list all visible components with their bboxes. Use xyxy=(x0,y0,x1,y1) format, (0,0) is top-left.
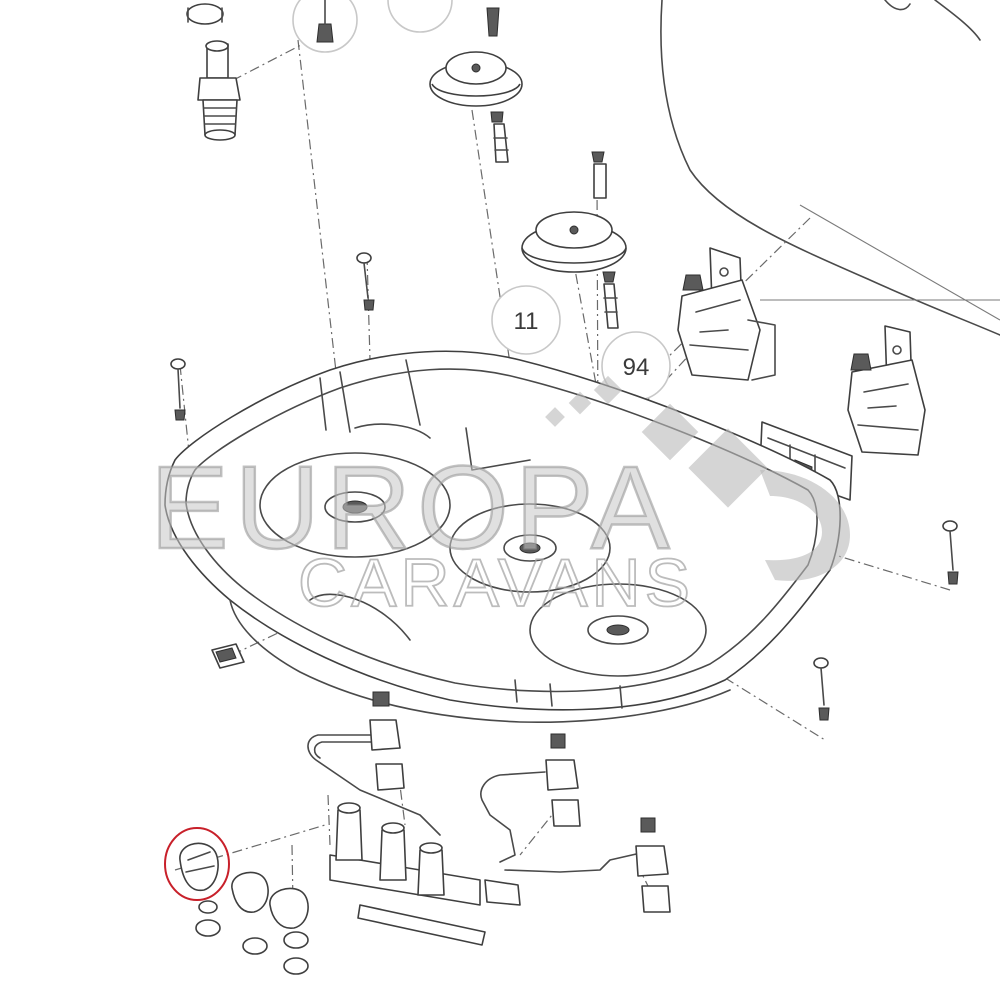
callout-94-label: 94 xyxy=(623,354,650,381)
watermark-line1: EUROPA xyxy=(150,442,676,574)
knob-highlighted xyxy=(179,842,219,892)
callout-11: 11 xyxy=(491,285,561,355)
europa-caravans-watermark: EUROPA CARAVANS xyxy=(149,375,850,622)
knobs-lower xyxy=(195,871,309,975)
small-screw-top xyxy=(292,0,500,53)
hinge-bracket-left xyxy=(677,247,776,381)
valve-spindle xyxy=(186,3,241,141)
watermark-line2: CARAVANS xyxy=(298,545,694,621)
screw-left xyxy=(170,358,186,421)
hinge-bracket-right xyxy=(847,325,926,456)
burner-cap-upper xyxy=(429,51,523,163)
gas-manifold xyxy=(307,734,646,946)
screw-center xyxy=(356,252,375,311)
pipe-nuts xyxy=(369,691,671,913)
callout-11-label: 11 xyxy=(514,308,539,335)
ignition-switch xyxy=(211,643,245,669)
highlight-marker xyxy=(164,827,230,901)
burner-cap-middle xyxy=(521,151,627,329)
top-cover xyxy=(660,0,1000,336)
screw-right xyxy=(942,520,959,585)
callout-94: 94 xyxy=(601,331,671,401)
watermark-logo-mark xyxy=(545,375,850,581)
screw-lower-right xyxy=(813,657,830,721)
